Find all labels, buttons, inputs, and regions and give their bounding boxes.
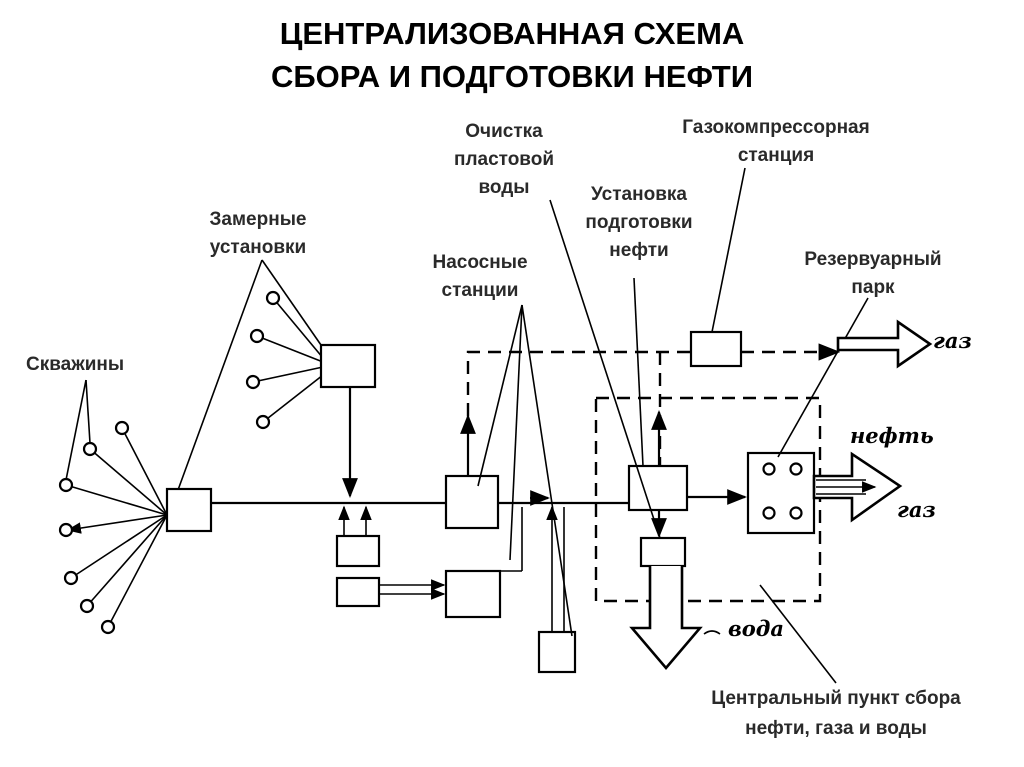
- pumping-station-box-2: [444, 569, 502, 619]
- title-line-2: СБОРА И ПОДГОТОВКИ НЕФТИ: [271, 59, 753, 94]
- label-pumping-2: станции: [442, 280, 519, 301]
- tank-icon: [762, 506, 776, 520]
- pumping-station-box-1: [444, 474, 500, 530]
- label-metering-2: установки: [210, 237, 306, 258]
- tank-farm-box: [746, 451, 816, 535]
- metering-node: [249, 328, 265, 344]
- metering-unit-box: [319, 343, 377, 389]
- well-node: [58, 477, 74, 493]
- label-water-treatment-2: пластовой: [454, 149, 554, 170]
- label-oil-treatment-1: Установка: [591, 184, 687, 205]
- label-wells: Скважины: [26, 354, 124, 375]
- label-pumping-1: Насосные: [432, 252, 527, 273]
- metering-node: [245, 374, 261, 390]
- well-node: [82, 441, 98, 457]
- small-box-2: [335, 576, 381, 608]
- metering-node: [265, 290, 281, 306]
- flow-gas-right: газ: [897, 497, 936, 522]
- well-node: [114, 420, 130, 436]
- gas-compressor-box: [689, 330, 743, 368]
- tank-icon: [789, 506, 803, 520]
- metering-collector-box: [165, 487, 213, 533]
- label-water-treatment-3: воды: [478, 177, 529, 198]
- label-tank-farm-2: парк: [851, 277, 895, 298]
- well-node: [100, 619, 116, 635]
- water-outlet-arrow: [629, 566, 703, 671]
- tank-icon: [762, 462, 776, 476]
- well-node: [79, 598, 95, 614]
- well-node: [58, 522, 74, 538]
- label-central-point-1: Центральный пункт сбора: [711, 688, 961, 709]
- small-box-1: [335, 534, 381, 568]
- flow-water: вода: [728, 616, 784, 641]
- tank-icon: [789, 462, 803, 476]
- gas-outlet-arrow-top: [836, 319, 933, 369]
- well-node: [63, 570, 79, 586]
- flow-gas-top: газ: [933, 328, 972, 353]
- label-central-point-2: нефти, газа и воды: [745, 718, 927, 739]
- central-point-frame: [594, 396, 822, 603]
- metering-nodes: [245, 290, 324, 430]
- label-water-treatment-1: Очистка: [465, 121, 543, 142]
- small-box-3: [537, 630, 577, 674]
- metering-node: [255, 414, 271, 430]
- label-tank-farm-1: Резервуарный: [804, 249, 941, 270]
- label-gas-compressor-1: Газокомпрессорная: [682, 117, 869, 138]
- label-metering-1: Замерные: [210, 209, 307, 230]
- flow-oil: нефть: [850, 423, 934, 448]
- label-oil-treatment-2: подготовки: [585, 212, 692, 233]
- wells-group: [58, 420, 168, 635]
- title-line-1: ЦЕНТРАЛИЗОВАННАЯ СХЕМА: [280, 16, 745, 51]
- oil-treatment-box: [627, 464, 689, 512]
- label-oil-treatment-3: нефти: [609, 240, 668, 261]
- water-treatment-box: [639, 536, 687, 568]
- label-gas-compressor-2: станция: [738, 145, 814, 166]
